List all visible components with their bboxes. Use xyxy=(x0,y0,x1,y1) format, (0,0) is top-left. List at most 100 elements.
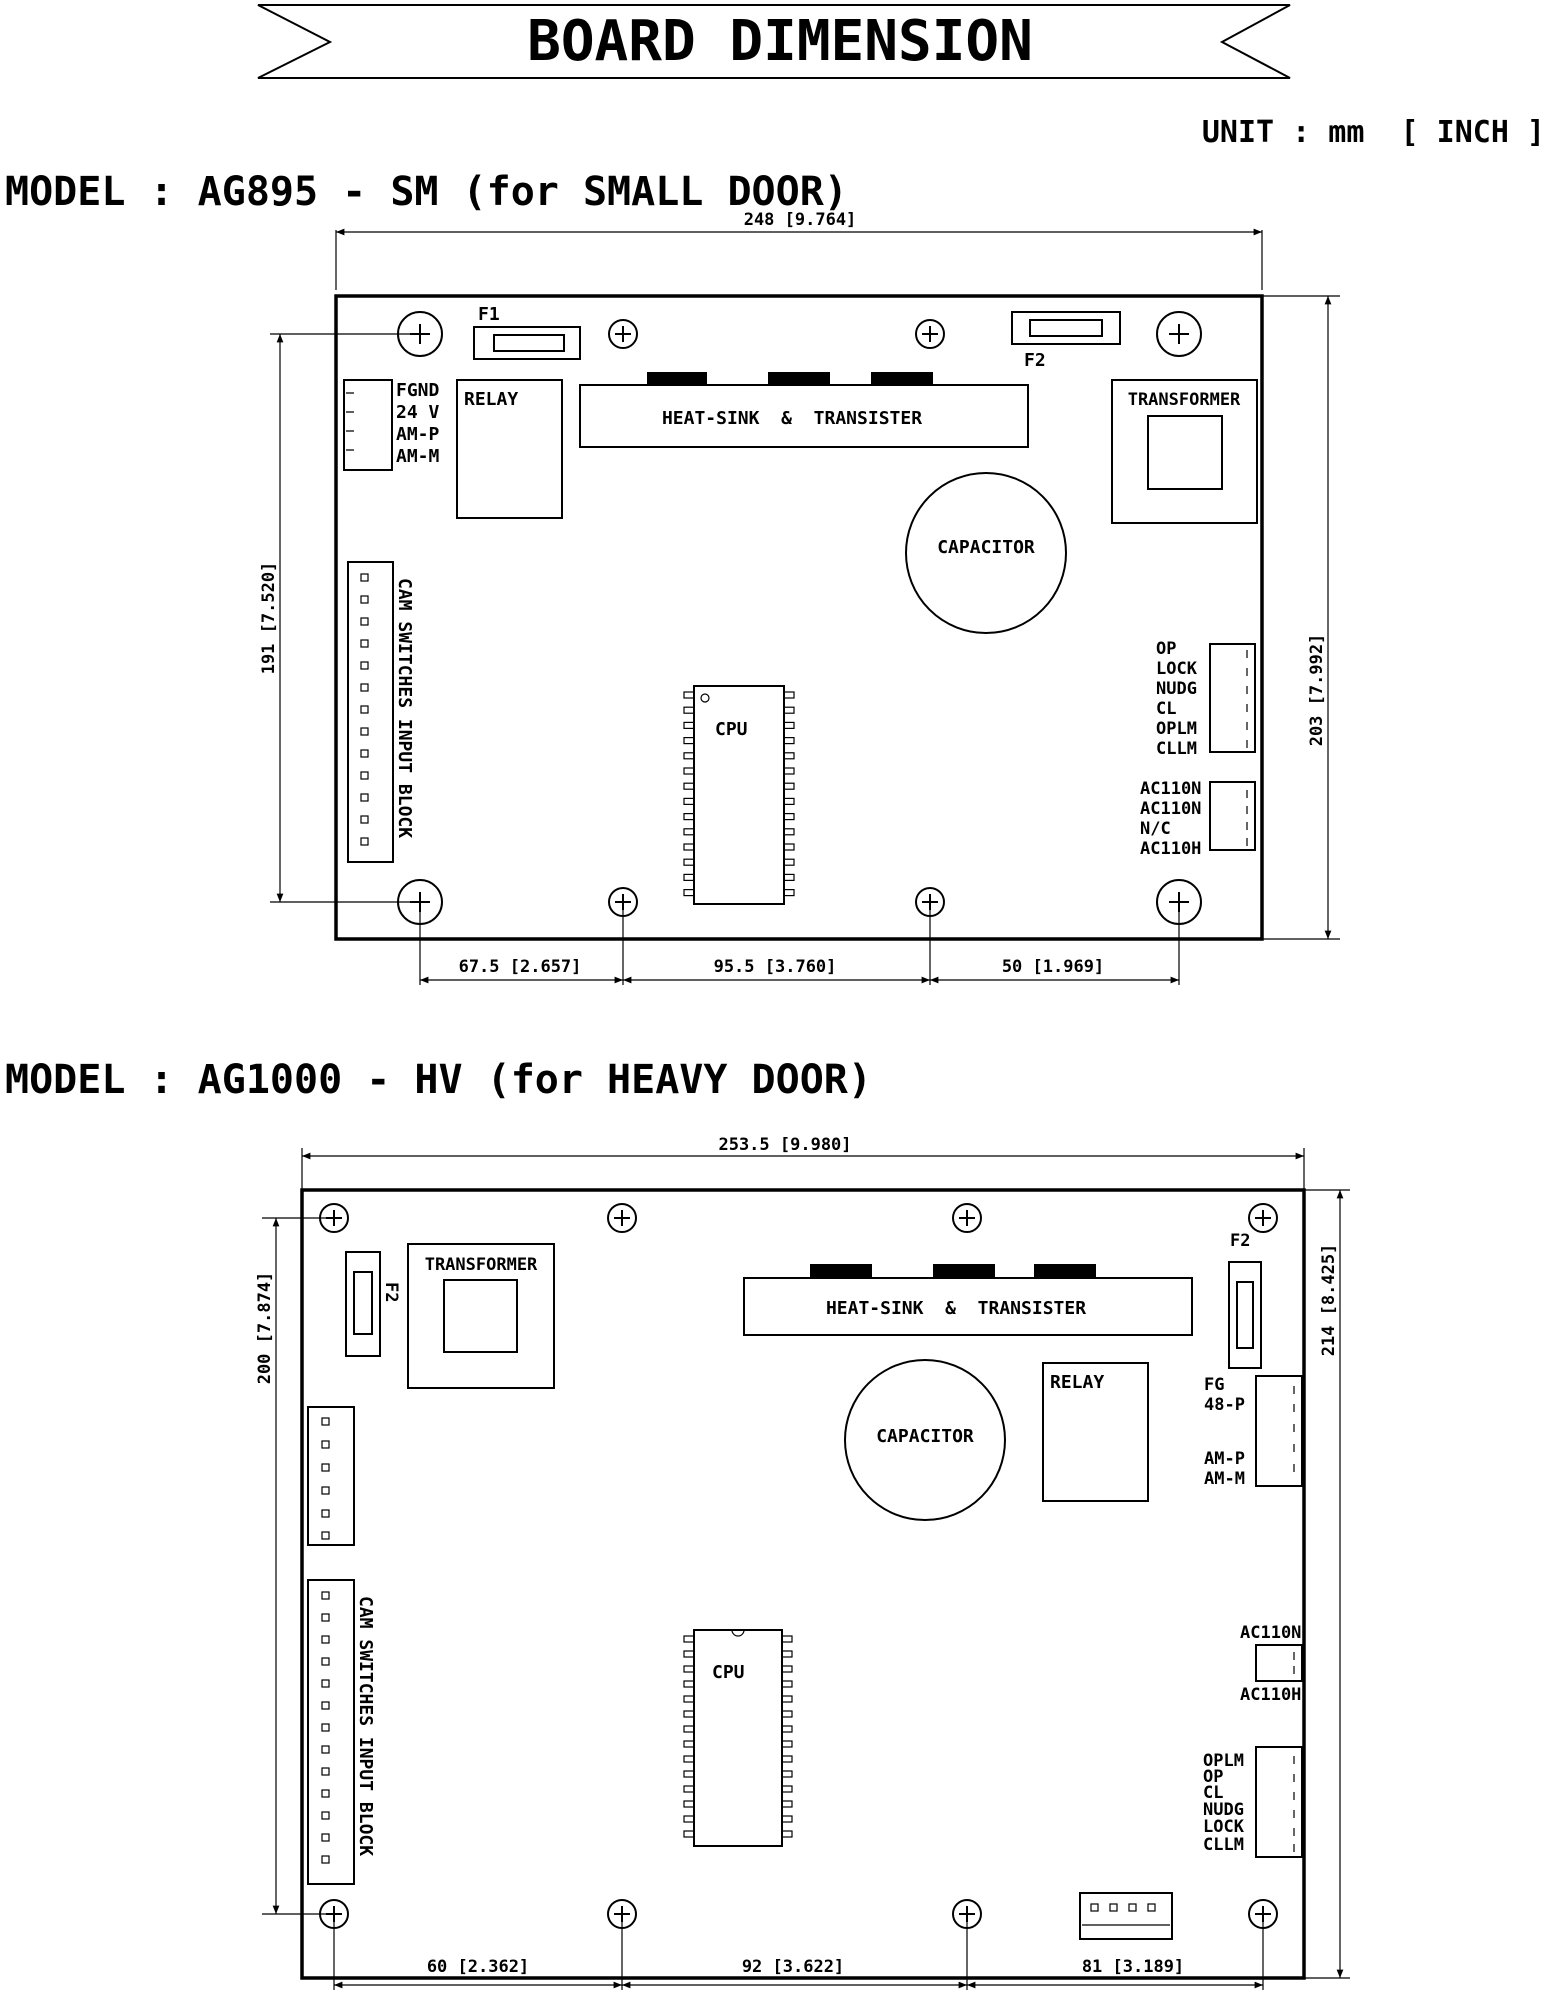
hole-height-dimension: 191 [7.520] xyxy=(259,562,279,675)
page-title: BOARD DIMENSION xyxy=(527,9,1033,74)
mounting-hole-large xyxy=(397,879,443,925)
svg-text:CAPACITOR: CAPACITOR xyxy=(876,1426,974,1447)
svg-text:N/C: N/C xyxy=(1140,819,1171,839)
mounting-hole-large xyxy=(1156,311,1202,357)
cpu-pin xyxy=(683,1710,695,1718)
svg-text:AC110H: AC110H xyxy=(1240,1685,1301,1705)
hole-spacing-2: 95.5 [3.760] xyxy=(714,957,837,977)
svg-text:CLLM: CLLM xyxy=(1203,1835,1244,1855)
mounting-hole-small xyxy=(608,319,638,349)
width-dimension: 248 [9.764] xyxy=(744,210,857,230)
cpu-pin xyxy=(781,1650,793,1658)
height-dimension: 203 [7.992] xyxy=(1307,634,1327,747)
mounting-hole-large xyxy=(397,311,443,357)
mounting-hole xyxy=(952,1203,982,1233)
cpu-pin xyxy=(781,1815,793,1823)
model-title-ag895: MODEL : AG895 - SM (for SMALL DOOR) xyxy=(5,169,848,215)
cpu-pin xyxy=(683,721,695,730)
svg-text:AC110N: AC110N xyxy=(1240,1623,1301,1643)
svg-text:CL: CL xyxy=(1156,699,1176,719)
svg-text:CAM SWITCHES INPUT BLOCK: CAM SWITCHES INPUT BLOCK xyxy=(355,1596,376,1856)
svg-text:OP: OP xyxy=(1156,639,1176,659)
svg-text:F2: F2 xyxy=(381,1282,401,1302)
cpu-pin xyxy=(783,797,795,806)
cpu-pin xyxy=(783,736,795,745)
ac-connector: AC110N AC110H xyxy=(1240,1623,1303,1705)
hole-spacing-3: 81 [3.189] xyxy=(1082,1957,1184,1977)
transformer: TRANSFORMER xyxy=(407,1243,555,1389)
svg-text:AM-M: AM-M xyxy=(396,446,440,467)
cpu-pin xyxy=(683,1830,695,1838)
cpu-pin xyxy=(783,767,795,775)
mounting-hole-small xyxy=(915,319,945,349)
cpu-pin xyxy=(683,812,695,821)
svg-text:TRANSFORMER: TRANSFORMER xyxy=(1128,390,1241,410)
cpu-pin xyxy=(683,873,695,882)
cpu-pin xyxy=(683,858,695,866)
svg-text:OPLM: OPLM xyxy=(1156,719,1197,739)
cpu-pin xyxy=(783,782,795,790)
output-connector: OPLM OP CL NUDG LOCK CLLM xyxy=(1203,1746,1303,1858)
capacitor: CAPACITOR xyxy=(844,1359,1006,1521)
cpu-pin xyxy=(683,752,695,760)
svg-text:RELAY: RELAY xyxy=(1050,1372,1104,1393)
transformer: TRANSFORMER xyxy=(1111,379,1258,524)
cpu-pin xyxy=(781,1665,793,1673)
cpu-pin xyxy=(683,706,695,714)
mounting-hole xyxy=(952,1899,982,1929)
hole-height-dimension: 200 [7.874] xyxy=(255,1272,275,1385)
svg-text:HEAT-SINK & TRANSISTER: HEAT-SINK & TRANSISTER xyxy=(662,408,922,429)
svg-text:AM-P: AM-P xyxy=(1204,1449,1245,1469)
svg-text:LOCK: LOCK xyxy=(1156,659,1198,679)
cpu-pin xyxy=(683,782,695,790)
mounting-hole xyxy=(1248,1203,1278,1233)
cpu-pin xyxy=(683,1725,695,1733)
heat-sink-transistor: HEAT-SINK & TRANSISTER xyxy=(743,1264,1193,1336)
width-dimension: 253.5 [9.980] xyxy=(718,1135,851,1155)
cpu-pin xyxy=(683,843,695,851)
fuse-f2: F2 xyxy=(1011,311,1121,371)
relay: RELAY xyxy=(456,379,563,519)
cpu-pin xyxy=(683,767,695,775)
cpu-pin xyxy=(781,1770,793,1778)
mounting-hole-small xyxy=(608,887,638,917)
mounting-hole xyxy=(319,1203,349,1233)
cpu-pin xyxy=(781,1800,793,1808)
heat-sink-transistor: HEAT-SINK & TRANSISTER xyxy=(579,372,1029,448)
cpu-pin xyxy=(783,812,795,821)
cpu-pin xyxy=(781,1740,793,1748)
svg-text:NUDG: NUDG xyxy=(1203,1800,1244,1820)
hole-spacing-3: 50 [1.969] xyxy=(1002,957,1104,977)
cam-switches-input-block: CAM SWITCHES INPUT BLOCK xyxy=(347,561,415,863)
cpu-pin xyxy=(781,1725,793,1733)
mounting-hole xyxy=(607,1899,637,1929)
bottom-connector xyxy=(1079,1892,1173,1940)
cpu-chip: CPU xyxy=(683,1629,793,1847)
board-outline xyxy=(300,1188,1306,1980)
cpu-pin xyxy=(683,691,695,699)
output-connector: OP LOCK NUDG CL OPLM CLLM xyxy=(1156,639,1256,759)
cpu-pin xyxy=(783,706,795,714)
cpu-pin xyxy=(683,1665,695,1673)
svg-text:AM-P: AM-P xyxy=(396,424,440,445)
capacitor: CAPACITOR xyxy=(905,472,1067,634)
cpu-pin xyxy=(781,1680,793,1688)
height-dimension: 214 [8.425] xyxy=(1319,1244,1339,1357)
svg-text:F2: F2 xyxy=(1024,350,1046,371)
cpu-pin xyxy=(783,888,795,897)
unit-note: UNIT : mm [ INCH ] xyxy=(1202,115,1545,150)
cpu-pin xyxy=(783,843,795,851)
svg-text:HEAT-SINK & TRANSISTER: HEAT-SINK & TRANSISTER xyxy=(826,1298,1086,1319)
fuse-f2-right: F2 xyxy=(1228,1231,1262,1369)
svg-text:FGND: FGND xyxy=(396,380,440,401)
cpu-pin xyxy=(781,1695,793,1703)
cpu-pin xyxy=(683,1755,695,1763)
board-ag1000-hv: MODEL : AG1000 - HV (for HEAVY DOOR) 253… xyxy=(5,1057,1350,1990)
svg-text:AC110N: AC110N xyxy=(1140,779,1201,799)
hole-spacing-1: 67.5 [2.657] xyxy=(459,957,582,977)
cpu-pin xyxy=(683,1815,695,1823)
hole-spacing-1: 60 [2.362] xyxy=(427,1957,529,1977)
fuse-f1: F1 xyxy=(473,304,581,360)
board-outline xyxy=(334,294,1264,941)
hole-spacing-2: 92 [3.622] xyxy=(742,1957,844,1977)
